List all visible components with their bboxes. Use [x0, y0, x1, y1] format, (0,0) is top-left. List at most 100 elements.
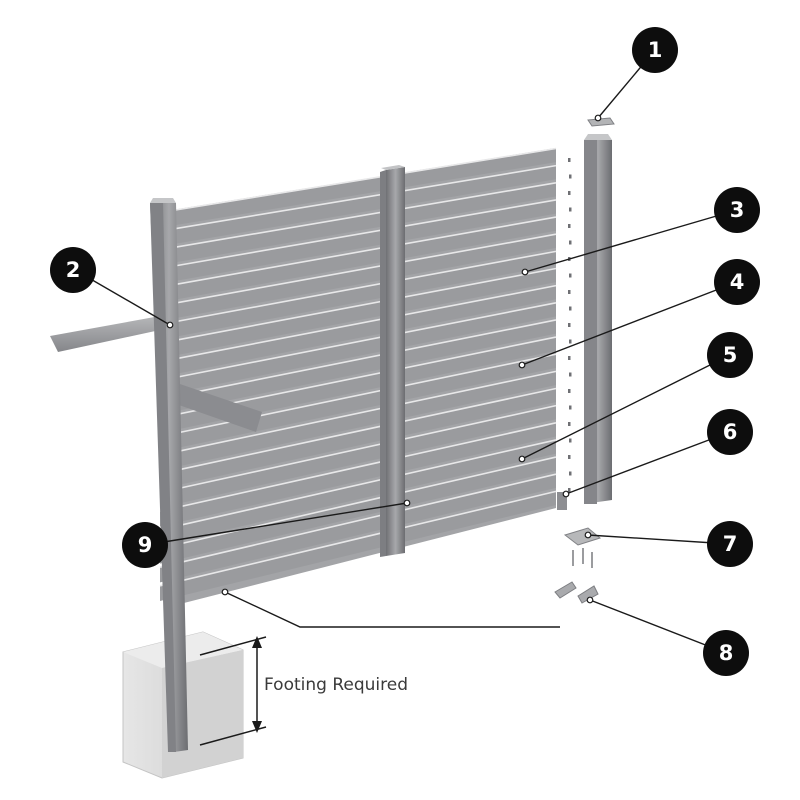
- slat-highlight: [159, 181, 557, 251]
- callout-3-circle: [714, 187, 760, 233]
- slat: [160, 439, 556, 545]
- fixing-hole: [569, 471, 572, 476]
- fixing-hole: [568, 389, 571, 393]
- fixing-hole: [568, 290, 571, 294]
- callout-6-number: 6: [723, 420, 738, 444]
- fixing-hole: [569, 405, 572, 410]
- callout-8-circle: [703, 630, 749, 676]
- slat-highlight: [159, 353, 557, 438]
- slat-highlight: [159, 284, 557, 363]
- plate-screws: [572, 548, 593, 568]
- callout-1-number: 1: [648, 38, 663, 62]
- slat-highlight: [159, 422, 557, 512]
- slat-clip: [557, 492, 567, 510]
- callout-7: 7: [707, 521, 753, 567]
- callout-3: 3: [714, 187, 760, 233]
- fixing-hole: [568, 356, 571, 360]
- fixing-hole: [569, 207, 572, 212]
- slat: [160, 473, 556, 583]
- callout-9: 9: [122, 522, 168, 568]
- slat: [160, 233, 556, 321]
- slat: [160, 456, 556, 564]
- callout-7-number: 7: [723, 532, 738, 556]
- base-plate: [563, 527, 602, 546]
- slat-highlight: [159, 250, 557, 326]
- callout-5-circle: [707, 332, 753, 378]
- footing-dimension: [199, 636, 267, 746]
- brace-rail: [174, 382, 262, 432]
- slat: [160, 165, 556, 247]
- fixing-hole: [569, 438, 572, 443]
- slat: [160, 370, 556, 471]
- middle-post: [380, 165, 405, 557]
- right-post: [584, 134, 612, 504]
- callout-4-number: 4: [730, 270, 745, 294]
- slat: [160, 182, 556, 265]
- slat: [160, 490, 556, 601]
- callout-2-number: 2: [66, 258, 81, 282]
- slat: [160, 285, 556, 377]
- fixing-hole: [568, 422, 571, 426]
- adjacent-rail: [50, 316, 160, 352]
- slat: [160, 216, 556, 303]
- fixing-hole: [568, 224, 571, 228]
- fixing-hole: [569, 273, 572, 278]
- horizontal-slats: [159, 147, 557, 601]
- slat-highlight: [159, 147, 557, 214]
- corner-brackets: [554, 581, 599, 604]
- leader-dots: [166, 114, 602, 604]
- slat-highlight: [159, 199, 557, 270]
- callout-6: 6: [707, 409, 753, 455]
- fixing-hole: [568, 158, 571, 162]
- callout-7-circle: [707, 521, 753, 567]
- slat-highlight: [159, 404, 557, 494]
- slat: [160, 405, 556, 508]
- slat: [160, 422, 556, 527]
- callout-2-circle: [50, 247, 96, 293]
- slat-highlight: [159, 216, 557, 288]
- fixing-hole: [568, 323, 571, 327]
- left-post: [150, 198, 188, 752]
- fixing-hole: [569, 339, 572, 344]
- slat: [160, 268, 556, 359]
- callout-5-number: 5: [723, 343, 738, 367]
- fixing-hole: [569, 372, 572, 377]
- fixing-hole: [568, 455, 571, 459]
- slat: [160, 388, 556, 489]
- fixing-holes: [568, 158, 572, 492]
- fixing-hole: [569, 306, 572, 311]
- slat-highlight: [159, 267, 557, 344]
- slat-highlight: [159, 490, 557, 587]
- slat-highlight: [159, 302, 557, 382]
- fixing-hole: [569, 174, 572, 179]
- callout-4: 4: [714, 259, 760, 305]
- callout-6-circle: [707, 409, 753, 455]
- callout-9-circle: [122, 522, 168, 568]
- fixing-hole: [568, 488, 571, 492]
- footing-label: Footing Required: [264, 675, 408, 695]
- callout-5: 5: [707, 332, 753, 378]
- slat: [160, 302, 556, 396]
- slat-highlight: [159, 439, 557, 531]
- callout-1-circle: [632, 27, 678, 73]
- slat-highlight: [159, 387, 557, 475]
- slat-panel: [159, 147, 557, 604]
- fixing-hole: [569, 240, 572, 245]
- slat-highlight: [159, 473, 557, 568]
- callout-8-number: 8: [719, 641, 734, 665]
- slat: [160, 199, 556, 284]
- slat-highlight: [159, 456, 557, 550]
- callout-3-number: 3: [730, 198, 745, 222]
- slat: [160, 319, 556, 415]
- slat: [160, 148, 556, 228]
- slat: [160, 336, 556, 433]
- slat-highlight: [159, 319, 557, 400]
- callout-2: 2: [50, 247, 96, 293]
- fixing-hole: [568, 191, 571, 195]
- slat-highlight: [159, 370, 557, 456]
- leader-lines: [74, 49, 738, 654]
- slat: [160, 250, 556, 340]
- callout-9-number: 9: [138, 533, 153, 557]
- callout-8: 8: [703, 630, 749, 676]
